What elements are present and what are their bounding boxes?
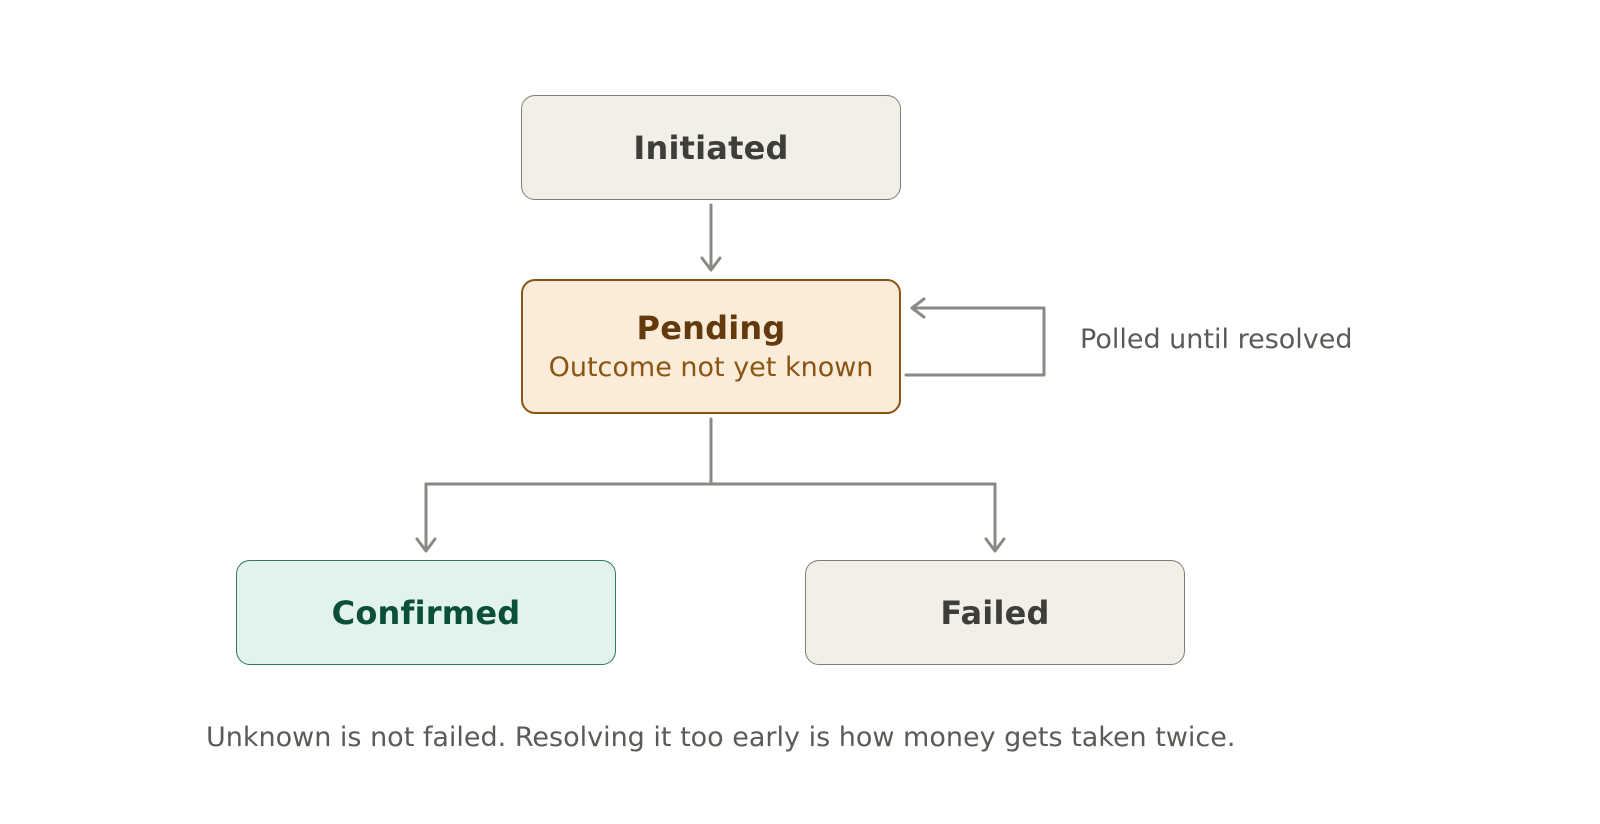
- arrowhead-pending-icon: [700, 256, 722, 272]
- state-initiated: Initiated: [521, 95, 901, 200]
- state-confirmed-title: Confirmed: [331, 593, 521, 632]
- state-pending-title: Pending: [636, 308, 786, 347]
- state-initiated-title: Initiated: [633, 128, 789, 167]
- state-failed: Failed: [805, 560, 1185, 665]
- state-pending-subtitle: Outcome not yet known: [548, 351, 874, 383]
- state-pending: Pending Outcome not yet known: [521, 279, 901, 414]
- arrowhead-loop-icon: [910, 297, 926, 319]
- arrowhead-confirmed-icon: [415, 537, 437, 553]
- arrowhead-failed-icon: [984, 537, 1006, 553]
- loop-arrow-pending: [904, 306, 1046, 377]
- loop-label: Polled until resolved: [1080, 324, 1353, 355]
- state-confirmed: Confirmed: [236, 560, 616, 665]
- diagram-caption: Unknown is not failed. Resolving it too …: [206, 722, 1236, 753]
- state-failed-title: Failed: [940, 593, 1050, 632]
